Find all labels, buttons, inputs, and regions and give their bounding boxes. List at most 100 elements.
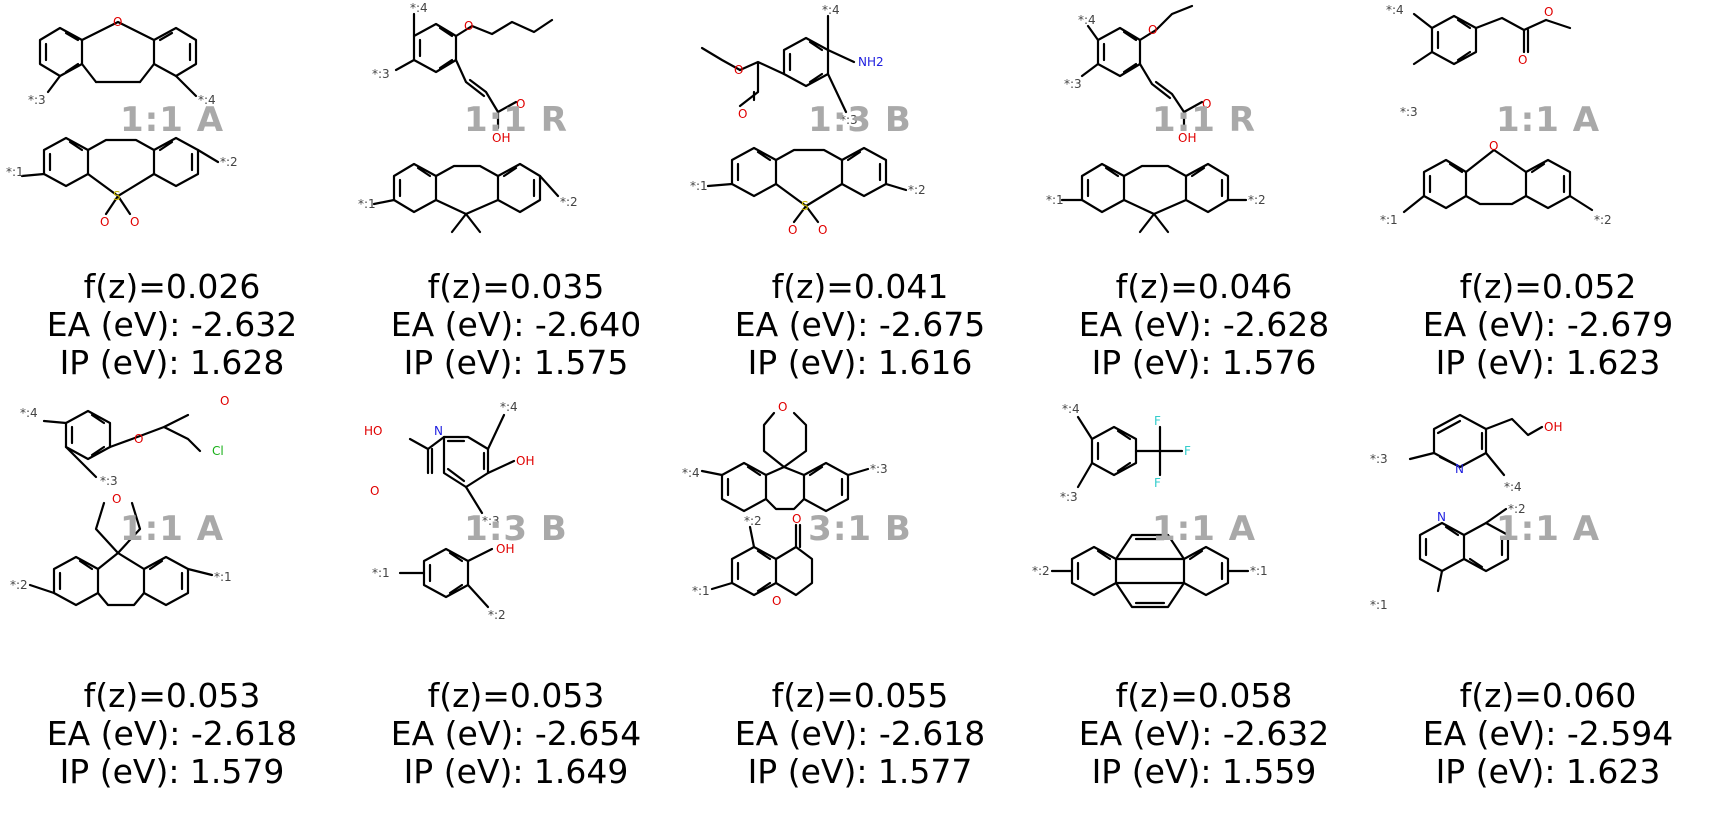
molecule-card-2: O O OH *:4 *:3 *:1 *:2 1:1 R f(z)=0.035 … xyxy=(344,0,688,408)
structure-diagram-5: O O *:4 *:3 O *:1 *:2 xyxy=(1380,3,1612,227)
attachment-label: *:3 xyxy=(1400,105,1418,119)
attachment-label: *:2 xyxy=(744,514,762,528)
ip-value: IP (eV): 1.575 xyxy=(403,343,629,382)
ip-value: IP (eV): 1.628 xyxy=(59,343,285,382)
ratio-label: 1:1 A xyxy=(119,509,225,549)
ip-value: IP (eV): 1.577 xyxy=(747,752,973,791)
ratio-label: 1:1 A xyxy=(1495,509,1601,549)
attachment-label: *:1 xyxy=(692,584,710,598)
property-block: f(z)=0.053 EA (eV): -2.618 IP (eV): 1.57… xyxy=(0,677,344,791)
atom-label: O xyxy=(818,223,827,237)
fz-value: f(z)=0.058 xyxy=(1115,676,1293,715)
structure-diagram-4: O O OH *:4 *:3 *:1 *:2 xyxy=(1046,4,1266,234)
ip-value: IP (eV): 1.579 xyxy=(59,752,285,791)
attachment-label: *:3 xyxy=(870,462,888,476)
attachment-label: *:4 xyxy=(500,400,518,414)
atom-label: N xyxy=(434,424,443,438)
atom-label: O xyxy=(778,400,787,414)
atom-label: OH xyxy=(496,542,514,556)
attachment-label: *:4 xyxy=(410,1,428,15)
atom-label: OH xyxy=(1178,131,1196,145)
molecule-card-10: N OH *:3 *:4 N *:1 *:2 1:1 A f(z)=0.060 … xyxy=(1370,409,1720,817)
fz-value: f(z)=0.060 xyxy=(1459,676,1637,715)
ip-value: IP (eV): 1.623 xyxy=(1435,343,1661,382)
ea-value: EA (eV): -2.675 xyxy=(734,305,986,344)
attachment-label: *:1 xyxy=(1250,564,1268,578)
structure-diagram-3: O O NH2 *:4 *:3 S O O *:1 *:2 xyxy=(690,3,926,237)
structure-diagram-7: N HO O OH *:4 *:3 OH *:1 *:2 xyxy=(364,400,534,622)
atom-label: OH xyxy=(516,454,534,468)
property-block: f(z)=0.046 EA (eV): -2.628 IP (eV): 1.57… xyxy=(1032,268,1376,382)
atom-label: HO xyxy=(364,424,382,438)
molecule-card-3: O O NH2 *:4 *:3 S O O *:1 *:2 1:3 B f(z)… xyxy=(688,0,1032,408)
ratio-label: 1:1 A xyxy=(1151,509,1257,549)
structure-diagram-9: F F F *:4 *:3 *:2 *:1 xyxy=(1032,402,1268,609)
atom-label: N xyxy=(1455,462,1464,476)
attachment-label: *:1 xyxy=(1046,193,1064,207)
molecule-card-5: O O *:4 *:3 O *:1 *:2 1:1 A f(z)=0.052 E… xyxy=(1376,0,1720,408)
attachment-label: *:1 xyxy=(6,165,24,179)
fz-value: f(z)=0.053 xyxy=(427,676,605,715)
ea-value: EA (eV): -2.632 xyxy=(1078,714,1330,753)
atom-label: O xyxy=(1489,139,1498,153)
property-block: f(z)=0.035 EA (eV): -2.640 IP (eV): 1.57… xyxy=(344,268,688,382)
attachment-label: *:4 xyxy=(822,3,840,17)
atom-label: O xyxy=(738,107,747,121)
atom-label: S xyxy=(113,189,121,203)
atom-label: O xyxy=(734,63,743,77)
atom-label: O xyxy=(1518,53,1527,67)
property-block: f(z)=0.060 EA (eV): -2.594 IP (eV): 1.62… xyxy=(1376,677,1720,791)
atom-label: S xyxy=(801,199,809,213)
atom-label: O xyxy=(113,15,122,29)
attachment-label: *:3 xyxy=(482,514,500,528)
atom-label: F xyxy=(1154,476,1161,490)
attachment-label: *:2 xyxy=(220,155,238,169)
property-block: f(z)=0.041 EA (eV): -2.675 IP (eV): 1.61… xyxy=(688,268,1032,382)
attachment-label: *:1 xyxy=(1380,213,1398,227)
ip-value: IP (eV): 1.616 xyxy=(747,343,973,382)
attachment-label: *:4 xyxy=(682,466,700,480)
atom-label: O xyxy=(100,215,109,229)
attachment-label: *:3 xyxy=(1064,77,1082,91)
attachment-label: *:4 xyxy=(198,93,216,107)
molecule-card-6: O O Cl *:4 *:3 O *:2 *:1 1:1 A f(z)=0.05… xyxy=(0,394,344,817)
atom-label: O xyxy=(112,492,121,506)
fz-value: f(z)=0.046 xyxy=(1115,267,1293,306)
ea-value: EA (eV): -2.632 xyxy=(46,305,298,344)
atom-label: O xyxy=(220,394,229,408)
ip-value: IP (eV): 1.559 xyxy=(1091,752,1317,791)
ea-value: EA (eV): -2.640 xyxy=(390,305,642,344)
fz-value: f(z)=0.035 xyxy=(427,267,605,306)
structure-diagram-10: N OH *:3 *:4 N *:1 *:2 xyxy=(1370,413,1562,612)
atom-label: O xyxy=(772,594,781,608)
ratio-label: 1:1 A xyxy=(1495,100,1601,140)
attachment-label: *:3 xyxy=(1370,452,1388,466)
atom-label: OH xyxy=(1544,420,1562,434)
molecule-card-7: N HO O OH *:4 *:3 OH *:1 *:2 1:3 B f(z)=… xyxy=(344,400,688,817)
attachment-label: *:4 xyxy=(1504,480,1522,494)
ip-value: IP (eV): 1.649 xyxy=(403,752,629,791)
fz-value: f(z)=0.026 xyxy=(83,267,261,306)
attachment-label: *:2 xyxy=(560,195,578,209)
property-block: f(z)=0.026 EA (eV): -2.632 IP (eV): 1.62… xyxy=(0,268,344,382)
molecule-card-4: O O OH *:4 *:3 *:1 *:2 1:1 R f(z)=0.046 … xyxy=(1032,0,1376,408)
atom-label: O xyxy=(792,512,801,526)
molecule-card-1: O *:3 *:4 S O O *:1 *:2 1:1 A f(z)=0.026… xyxy=(0,0,344,408)
structure-diagram-8: O *:4 *:3 O O *:2 *:1 xyxy=(682,400,888,608)
attachment-label: *:4 xyxy=(1386,3,1404,17)
attachment-label: *:2 xyxy=(1508,502,1526,516)
atom-label: O xyxy=(1202,97,1211,111)
attachment-label: *:1 xyxy=(358,197,376,211)
ea-value: EA (eV): -2.628 xyxy=(1078,305,1330,344)
attachment-label: *:1 xyxy=(372,566,390,580)
ea-value: EA (eV): -2.679 xyxy=(1422,305,1674,344)
structure-diagram-1: O *:3 *:4 S O O *:1 *:2 xyxy=(6,15,238,229)
fz-value: f(z)=0.052 xyxy=(1459,267,1637,306)
attachment-label: *:3 xyxy=(840,113,858,127)
attachment-label: *:3 xyxy=(372,67,390,81)
attachment-label: *:4 xyxy=(1078,13,1096,27)
attachment-label: *:3 xyxy=(1060,490,1078,504)
attachment-label: *:1 xyxy=(214,570,232,584)
atom-label: O xyxy=(1544,5,1553,19)
atom-label: O xyxy=(1148,23,1157,37)
